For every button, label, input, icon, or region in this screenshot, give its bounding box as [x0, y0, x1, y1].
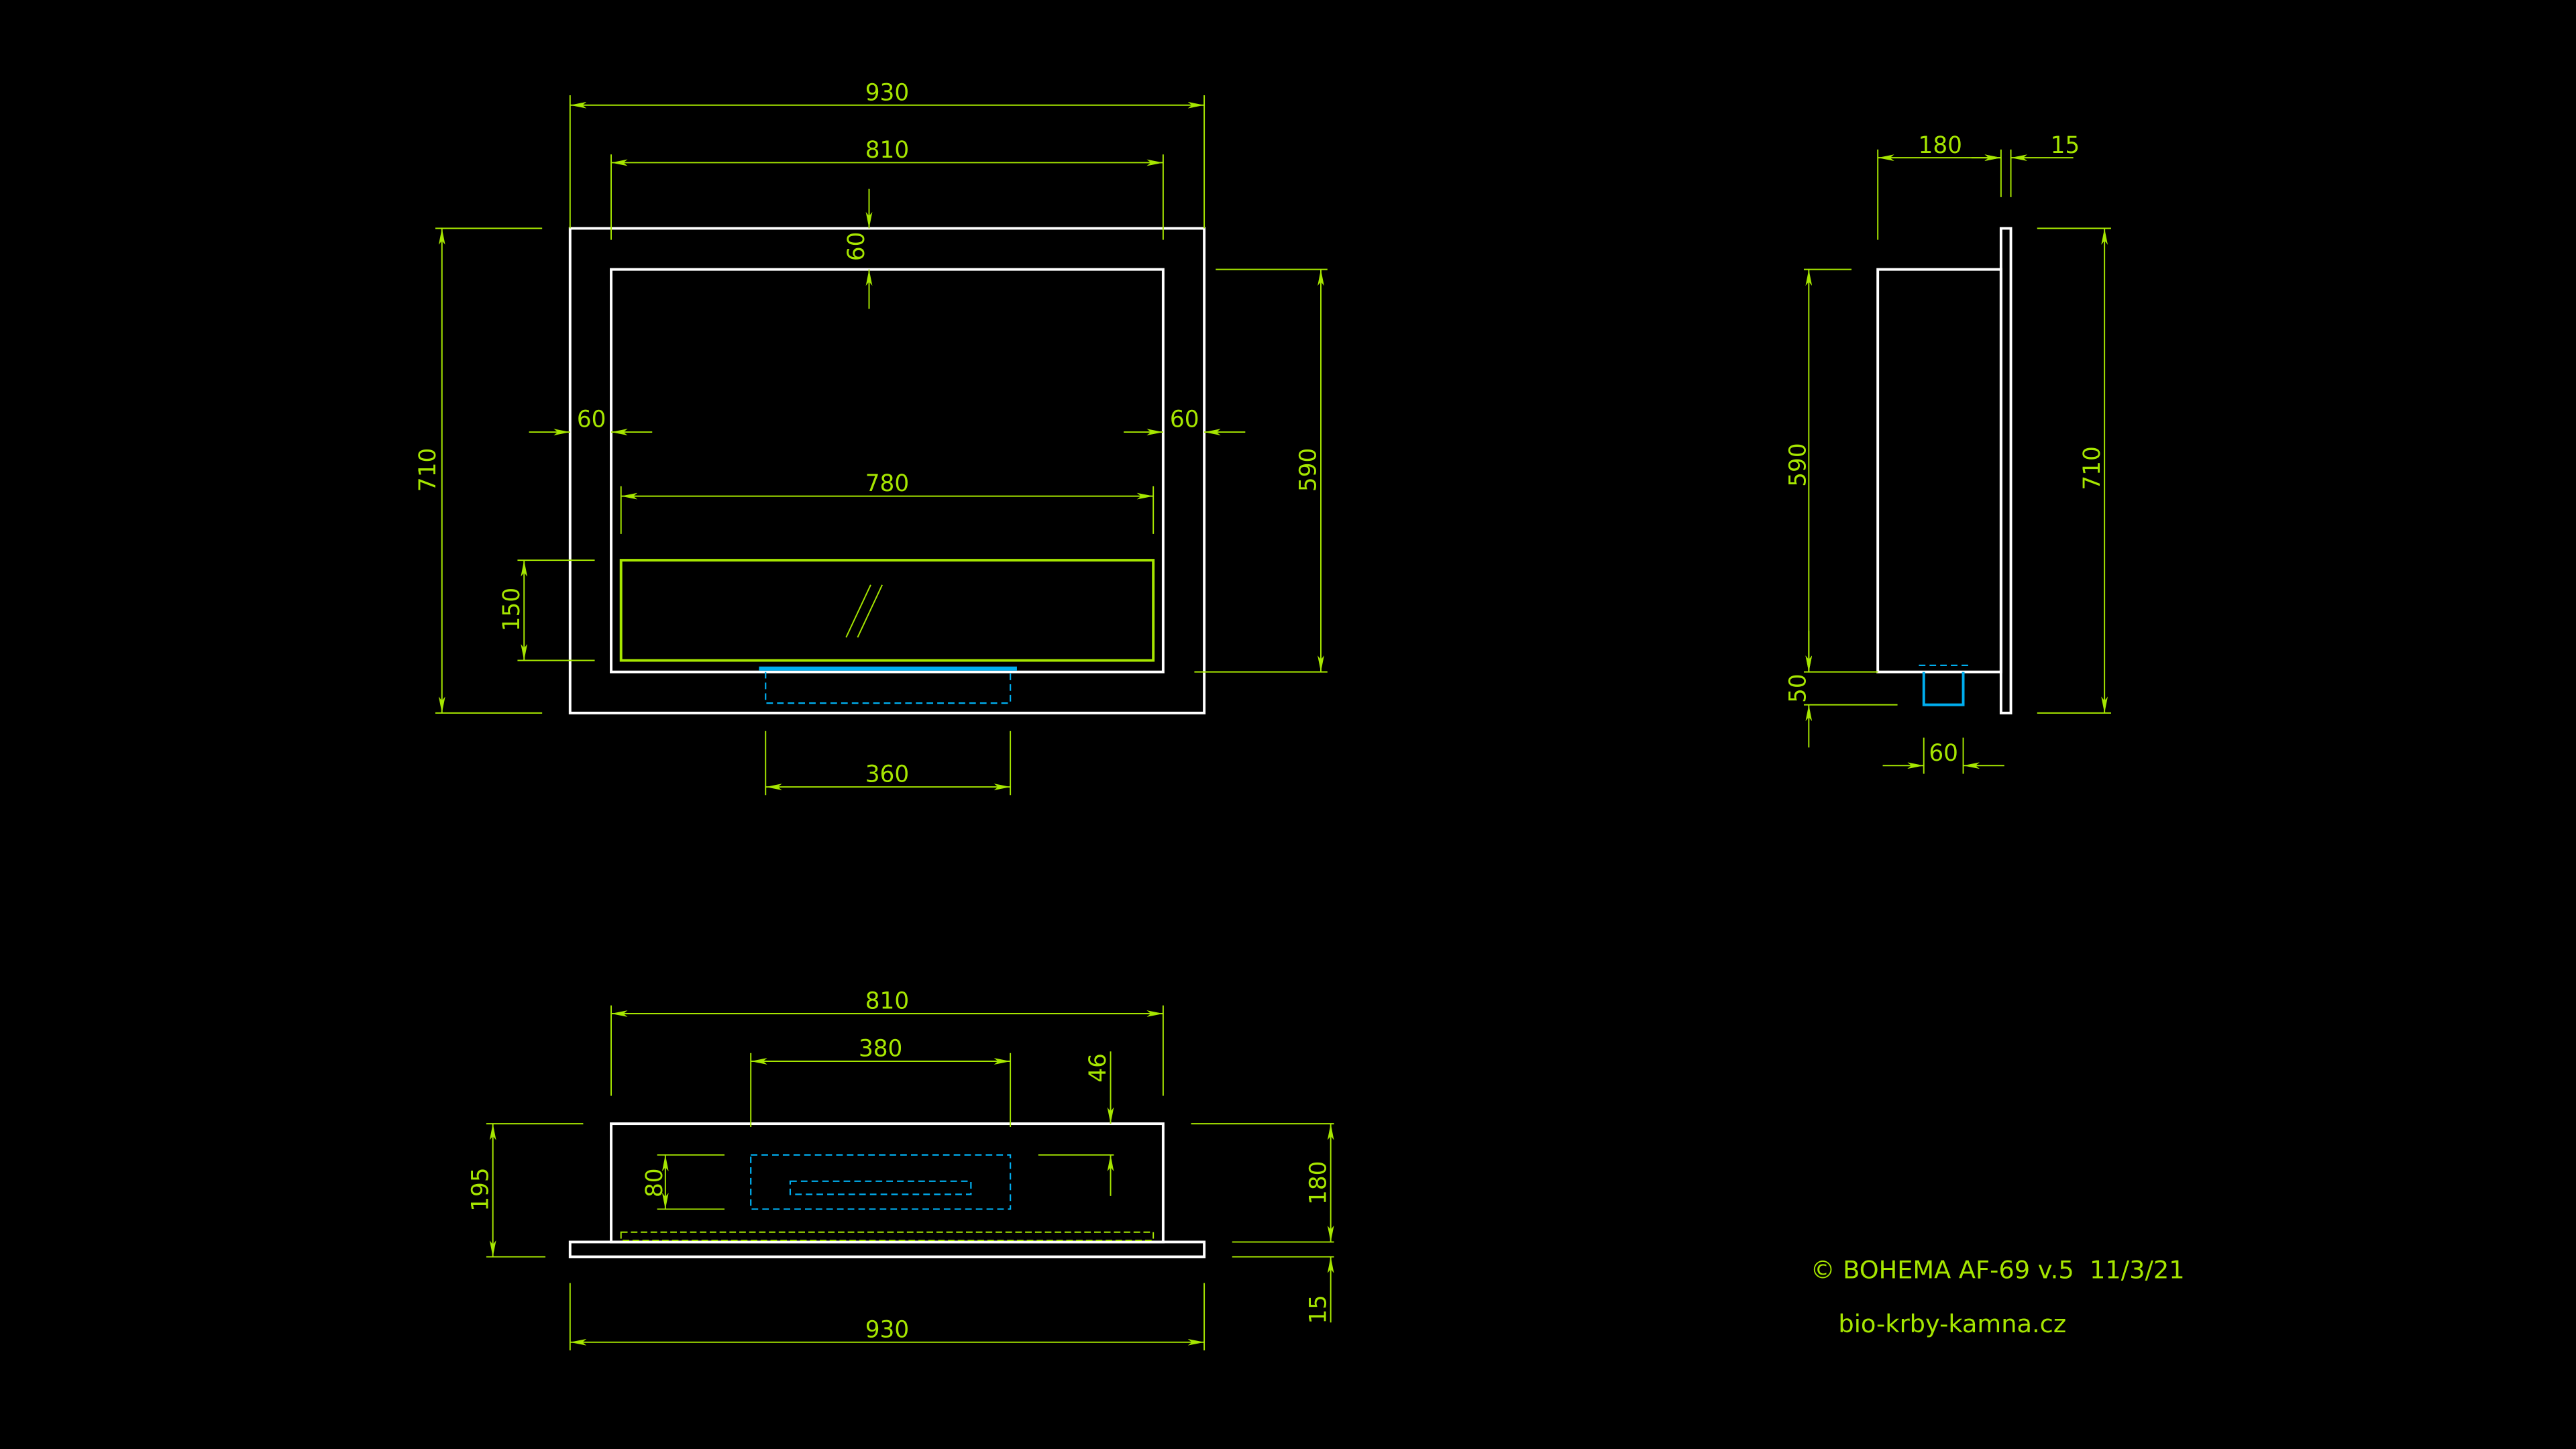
- dim-top-offset: 46: [1085, 1053, 1112, 1083]
- dim-burner-width: 780: [865, 470, 909, 497]
- top-burner-hidden: [620, 1231, 1155, 1241]
- dim-burner-height: 150: [498, 588, 525, 631]
- top-body: [610, 1122, 1165, 1244]
- dim-front-right-frame: 60: [1170, 407, 1199, 433]
- dim-front-width-total: 930: [865, 79, 909, 106]
- dim-top-depth-total: 195: [467, 1167, 494, 1211]
- side-bottom-tray: [1922, 672, 1965, 706]
- dim-front-height-inner: 590: [1295, 448, 1322, 492]
- side-front-plate: [1999, 227, 2012, 714]
- dim-top-width-inner: 810: [865, 988, 909, 1015]
- dim-side-bottom-width: 60: [1929, 740, 1958, 767]
- dim-bottom-opening: 360: [865, 761, 909, 788]
- top-opening-inner: [789, 1180, 972, 1195]
- dim-top-plate: 15: [1305, 1295, 1332, 1324]
- dim-front-height-total: 710: [415, 448, 441, 492]
- dim-front-top-frame: 60: [843, 232, 870, 262]
- side-view: 180 15 590 710 50 60: [1784, 132, 2111, 774]
- dim-side-bottom-height: 50: [1784, 674, 1811, 703]
- top-view: 810 380 46 80 195 180 15 930: [467, 988, 1334, 1351]
- website-label: bio-krby-kamna.cz: [1838, 1309, 2066, 1338]
- dim-top-depth-body: 180: [1305, 1161, 1332, 1205]
- dim-side-depth: 180: [1919, 132, 1962, 159]
- drawing-title: © BOHEMA AF-69 v.5 11/3/21: [1811, 1255, 2185, 1284]
- dim-front-width-inner: 810: [865, 137, 909, 164]
- dim-top-width-total: 930: [865, 1316, 909, 1343]
- top-front-plate: [568, 1240, 1206, 1258]
- dim-front-left-frame: 60: [577, 407, 606, 433]
- dim-top-opening-width: 380: [859, 1036, 902, 1063]
- hidden-tray: [765, 672, 1012, 704]
- dim-side-height-inner: 590: [1784, 443, 1811, 486]
- burner-glass: [619, 559, 1155, 662]
- front-view: 930 810 60 60 60 780 710 590 150 360: [415, 79, 1328, 796]
- dim-side-height-total: 710: [2079, 446, 2106, 490]
- dim-side-plate: 15: [2051, 132, 2080, 159]
- front-outer-frame: [568, 227, 1206, 714]
- front-inner-opening: [610, 268, 1165, 674]
- side-body: [1876, 268, 2002, 674]
- top-opening-outer: [750, 1154, 1012, 1210]
- dim-top-opening-depth: 80: [641, 1168, 668, 1197]
